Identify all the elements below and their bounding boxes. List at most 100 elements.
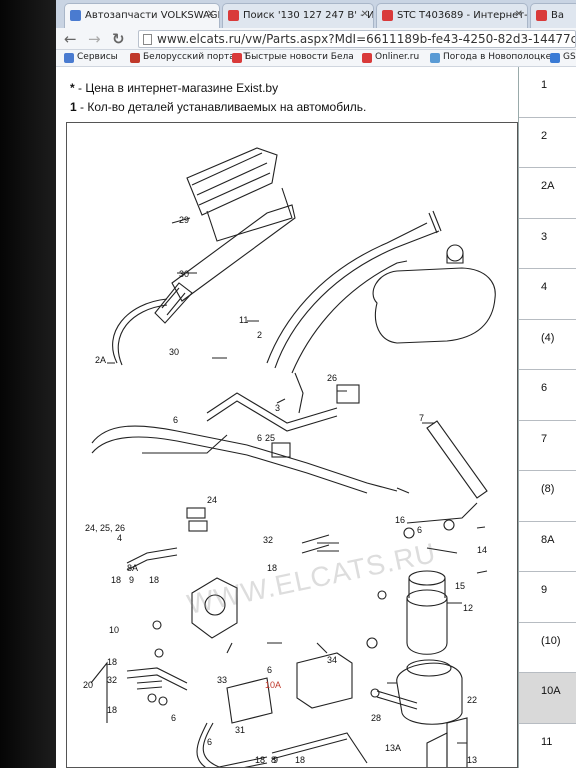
close-tab-icon[interactable]: ✕ xyxy=(514,9,523,20)
part-callout-label[interactable]: 4 xyxy=(117,533,122,543)
part-callout-label[interactable]: 2A xyxy=(95,355,106,365)
monitor-bezel xyxy=(0,0,56,768)
bookmark-label: Погода в Новополоцке xyxy=(443,52,552,62)
part-number-row[interactable]: 6 xyxy=(519,370,576,421)
tab-stc[interactable]: STC T403689 - Интернет-м ✕ xyxy=(376,3,528,28)
part-callout-label[interactable]: 18 xyxy=(295,755,305,765)
onliner-icon xyxy=(362,53,372,63)
bookmark-label: GS xyxy=(563,52,576,62)
bookmark-news[interactable]: Быстрые новости Бела xyxy=(232,52,354,63)
part-callout-label[interactable]: 20 xyxy=(83,680,93,690)
part-callout-label[interactable]: 30 xyxy=(179,269,189,279)
part-callout-label[interactable]: 9 xyxy=(129,575,134,585)
tab-other[interactable]: Ва xyxy=(530,3,576,28)
part-callout-label[interactable]: 18 xyxy=(267,563,277,573)
part-number-row[interactable]: 3 xyxy=(519,219,576,269)
part-callout-label[interactable]: 28 xyxy=(371,713,381,723)
page-content: * - Цена в интернет-магазине Exist.by 1 … xyxy=(56,67,576,768)
part-callout-label[interactable]: 6 xyxy=(267,665,272,675)
bookmark-tut[interactable]: Белорусский портал T xyxy=(130,52,249,63)
part-callout-label[interactable]: 29 xyxy=(179,215,189,225)
part-callout-label[interactable]: 6 xyxy=(173,415,178,425)
part-callout-label[interactable]: 26 xyxy=(327,373,337,383)
part-number-row[interactable]: 8A xyxy=(519,522,576,572)
bookmark-label: Сервисы xyxy=(77,52,118,62)
part-callout-label[interactable]: 8A xyxy=(127,563,138,573)
part-callout-label[interactable]: 18 xyxy=(255,755,265,765)
bookmark-weather[interactable]: Погода в Новополоцке xyxy=(430,52,552,63)
part-callout-label[interactable]: 10 xyxy=(109,625,119,635)
part-number-row[interactable]: 10A xyxy=(519,673,576,724)
part-callout-label[interactable]: 33 xyxy=(217,675,227,685)
part-callout-label[interactable]: 18 xyxy=(149,575,159,585)
part-callout-label[interactable]: 24, 25, 26 xyxy=(85,523,125,533)
part-callout-label[interactable]: 15 xyxy=(455,581,465,591)
tab-elcats[interactable]: Автозапчасти VOLKSWAGE ✕ xyxy=(64,3,220,28)
tab-favicon-icon xyxy=(536,10,547,21)
address-bar[interactable]: www.elcats.ru/vw/Parts.aspx?MdI=6611189b… xyxy=(138,30,576,48)
url-text: www.elcats.ru/vw/Parts.aspx?MdI=6611189b… xyxy=(157,32,576,46)
bookmark-onliner[interactable]: Onliner.ru xyxy=(362,52,420,63)
tab-search[interactable]: Поиск '130 127 247 B' - Инте ✕ xyxy=(222,3,374,28)
part-number-row[interactable]: 9 xyxy=(519,572,576,623)
legend-text: - Кол-во деталей устанавливаемых на авто… xyxy=(76,100,367,114)
toolbar: ← → ↻ www.elcats.ru/vw/Parts.aspx?MdI=66… xyxy=(56,28,576,50)
part-callout-label[interactable]: 34 xyxy=(327,655,337,665)
part-callout-label[interactable]: 31 xyxy=(235,725,245,735)
part-callout-label[interactable]: 18 xyxy=(111,575,121,585)
part-number-row[interactable]: 1 xyxy=(519,67,576,118)
part-callout-label[interactable]: 6 xyxy=(417,525,422,535)
part-number-row[interactable]: 2A xyxy=(519,168,576,219)
back-icon[interactable]: ← xyxy=(64,30,77,48)
part-callout-label[interactable]: 32 xyxy=(263,535,273,545)
part-callout-label[interactable]: 2 xyxy=(257,330,262,340)
part-callout-label[interactable]: 9 xyxy=(273,755,278,765)
part-number-row[interactable]: 11 xyxy=(519,724,576,768)
part-number-row[interactable]: 7 xyxy=(519,421,576,471)
part-callout-label[interactable]: 32 xyxy=(107,675,117,685)
part-callout-label[interactable]: 24 xyxy=(207,495,217,505)
bookmark-label: Onliner.ru xyxy=(375,52,420,62)
part-number-row[interactable]: (4) xyxy=(519,320,576,370)
part-callout-label[interactable]: 11 xyxy=(239,315,248,325)
part-callout-label[interactable]: 14 xyxy=(477,545,487,555)
part-callout-label[interactable]: 7 xyxy=(419,413,424,423)
part-callout-label[interactable]: 3 xyxy=(275,403,280,413)
part-callout-label[interactable]: 12 xyxy=(463,603,473,613)
part-callout-label[interactable]: 6 xyxy=(257,433,262,443)
part-callout-label[interactable]: 18 xyxy=(107,705,117,715)
close-tab-icon[interactable]: ✕ xyxy=(206,9,215,20)
part-number-row[interactable]: 4 xyxy=(519,269,576,320)
apps-icon xyxy=(64,53,74,63)
tab-favicon-icon xyxy=(70,10,81,21)
part-callout-label[interactable]: 13 xyxy=(467,755,477,765)
part-callout-label[interactable]: 16 xyxy=(395,515,405,525)
part-callout-label[interactable]: 18 xyxy=(107,657,117,667)
legend-price: * - Цена в интернет-магазине Exist.by xyxy=(70,81,278,95)
part-callout-label[interactable]: 25 xyxy=(265,433,275,443)
bookmark-gs[interactable]: GS xyxy=(550,52,576,63)
forward-icon[interactable]: → xyxy=(88,30,101,48)
tab-favicon-icon xyxy=(382,10,393,21)
legend-text: - Цена в интернет-магазине Exist.by xyxy=(74,81,279,95)
part-callout-label[interactable]: 30 xyxy=(169,347,179,357)
legend-marker: * xyxy=(70,81,75,95)
part-number-row[interactable]: 2 xyxy=(519,118,576,168)
part-number-row[interactable]: (8) xyxy=(519,471,576,522)
bookmark-services[interactable]: Сервисы xyxy=(64,52,118,63)
close-tab-icon[interactable]: ✕ xyxy=(360,9,369,20)
reload-icon[interactable]: ↻ xyxy=(112,30,125,48)
browser-window: Автозапчасти VOLKSWAGE ✕ Поиск '130 127 … xyxy=(56,0,576,768)
tab-bar: Автозапчасти VOLKSWAGE ✕ Поиск '130 127 … xyxy=(56,0,576,28)
part-callout-label[interactable]: 8 xyxy=(271,755,276,765)
part-callout-label[interactable]: 22 xyxy=(467,695,477,705)
part-callout-label[interactable]: 13A xyxy=(385,743,401,753)
part-callout-label[interactable]: 6 xyxy=(171,713,176,723)
bookmark-label: Белорусский портал T xyxy=(143,52,249,62)
part-number-row[interactable]: (10) xyxy=(519,623,576,673)
part-callout-label[interactable]: 10A xyxy=(265,680,281,690)
tab-label: Автозапчасти VOLKSWAGE xyxy=(85,10,220,21)
part-callout-label[interactable]: 6 xyxy=(207,737,212,747)
